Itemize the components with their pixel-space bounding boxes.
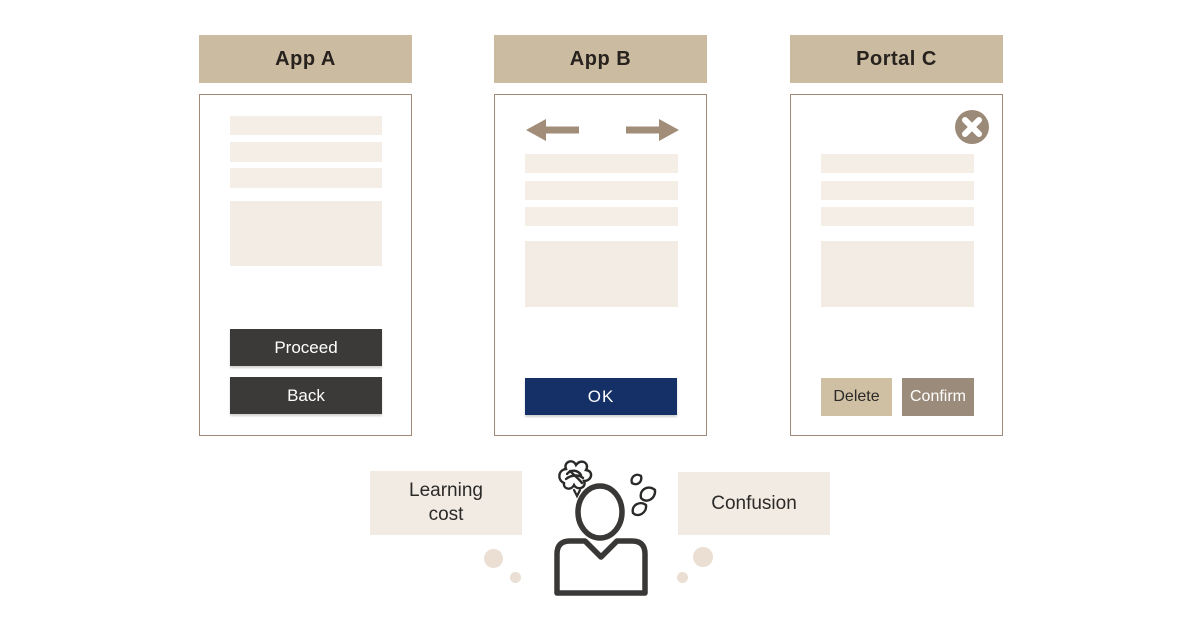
portal-c-screen: Delete Confirm (790, 94, 1003, 436)
learning-cost-line2: cost (428, 504, 464, 525)
content-placeholder-block (821, 241, 974, 307)
learning-cost-line1: Learning (409, 480, 483, 502)
portal-c-title-bar: Portal C (790, 35, 1003, 83)
app-a-screen: Proceed Back (199, 94, 412, 436)
text-placeholder-bar (230, 142, 382, 162)
forward-arrow-icon[interactable] (626, 119, 679, 141)
ok-button-label: OK (587, 386, 615, 406)
back-arrow-icon[interactable] (526, 119, 579, 141)
scribble-icon (558, 460, 593, 499)
text-placeholder-bar (525, 154, 678, 173)
app-a-title-bar: App A (199, 35, 412, 83)
text-placeholder-bar (525, 181, 678, 200)
text-placeholder-bar (821, 181, 974, 200)
proceed-button[interactable]: Proceed (230, 329, 382, 366)
delete-button[interactable]: Delete (821, 378, 892, 416)
close-icon[interactable] (954, 109, 990, 145)
content-placeholder-block (525, 241, 678, 307)
content-placeholder-block (230, 201, 382, 266)
confusion-label: Confusion (711, 492, 797, 514)
confusion-thought: Confusion (678, 472, 830, 535)
text-placeholder-bar (230, 116, 382, 135)
text-placeholder-bar (230, 168, 382, 188)
back-button-label: Back (287, 385, 325, 405)
ok-button[interactable]: OK (525, 378, 677, 415)
text-placeholder-bar (525, 207, 678, 226)
thought-bubble (510, 572, 521, 583)
app-b-title-bar: App B (494, 35, 707, 83)
confused-person-icon (545, 450, 665, 600)
app-a-title: App A (275, 47, 336, 70)
proceed-button-label: Proceed (274, 337, 338, 357)
confirm-button-label: Confirm (909, 388, 966, 405)
text-placeholder-bar (821, 154, 974, 173)
confirm-button[interactable]: Confirm (902, 378, 974, 416)
app-b-screen: OK (494, 94, 707, 436)
learning-cost-thought: Learning cost (370, 471, 522, 535)
thought-bubble (484, 549, 503, 568)
portal-c-title: Portal C (856, 47, 937, 70)
delete-button-label: Delete (833, 388, 880, 405)
thought-bubble (677, 572, 688, 583)
back-button[interactable]: Back (230, 377, 382, 414)
thought-bubble (693, 547, 713, 567)
app-b-title: App B (569, 47, 632, 70)
text-placeholder-bar (821, 207, 974, 226)
sweat-drops-icon (630, 473, 657, 517)
